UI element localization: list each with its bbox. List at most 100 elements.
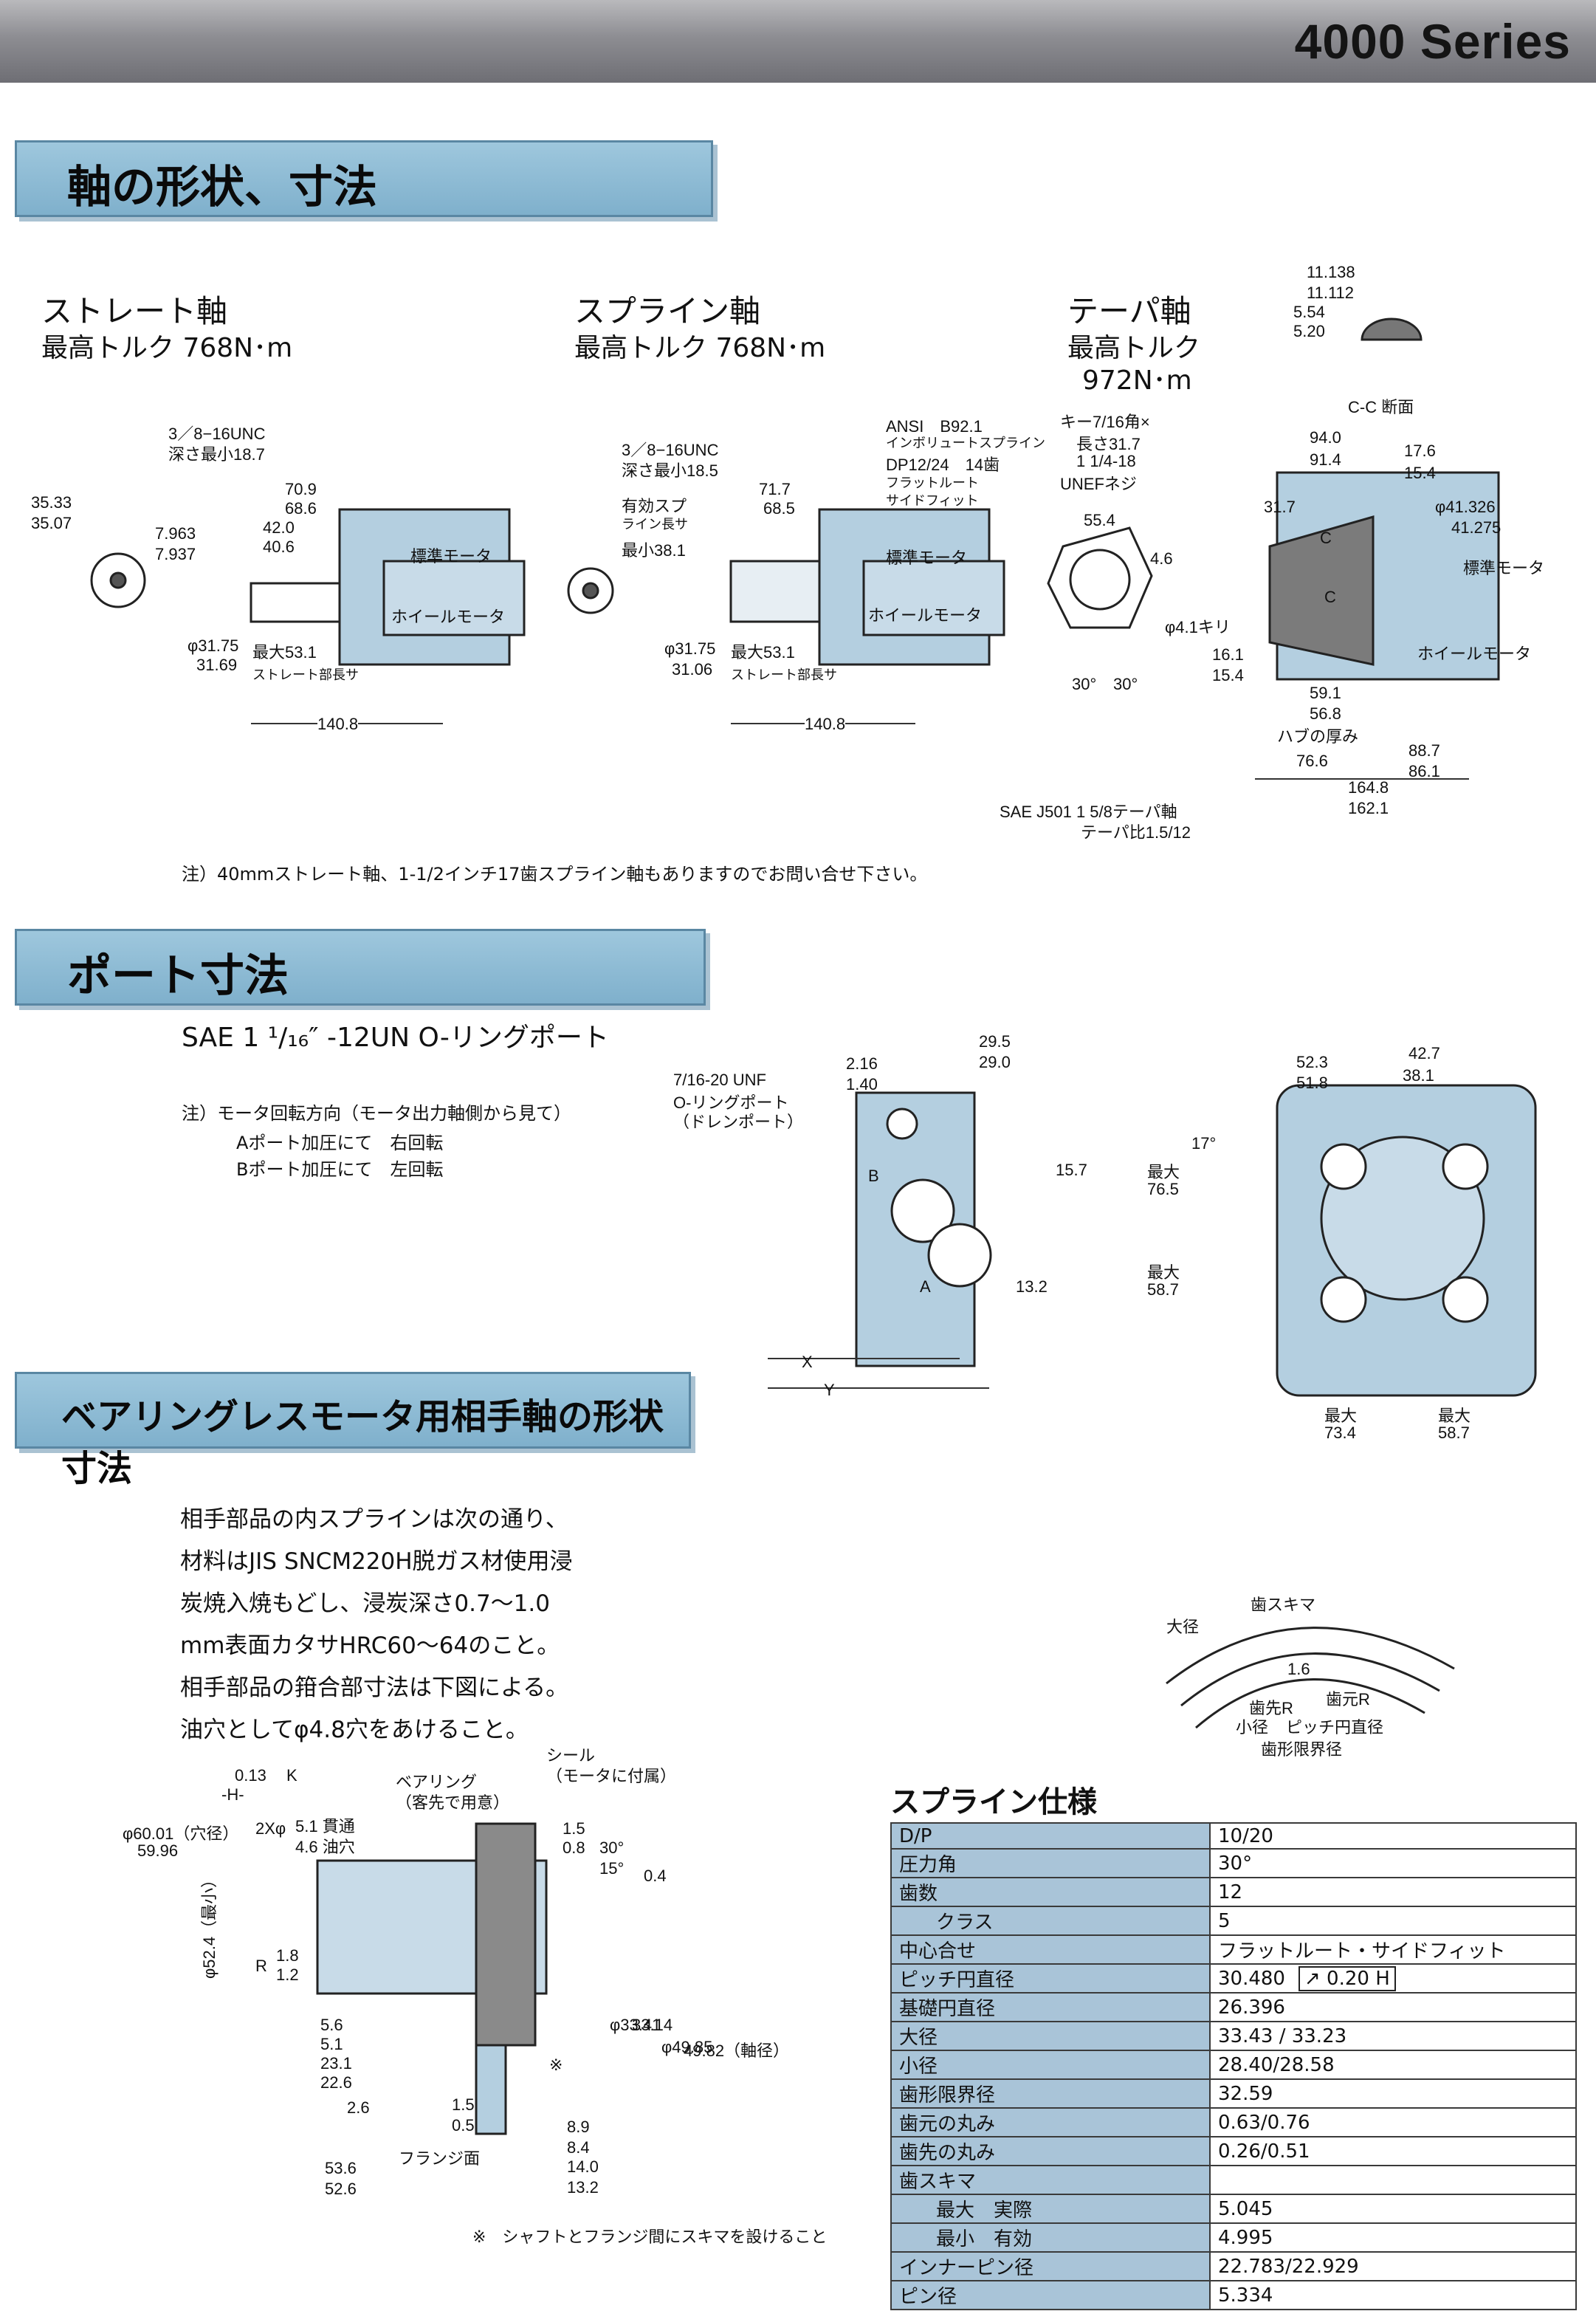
spline-shaft-name: スプライン軸 bbox=[574, 293, 761, 329]
dim: 最大53.1 bbox=[252, 643, 317, 662]
dim: 3／8−16UNC bbox=[168, 425, 266, 443]
straight-shaft bbox=[250, 582, 341, 623]
dim: （客先で用意） bbox=[396, 1793, 510, 1812]
row-value: 22.783/22.929 bbox=[1209, 2251, 1577, 2281]
dim: ハブの厚み bbox=[1277, 727, 1359, 746]
row-value: 0.26/0.51 bbox=[1209, 2136, 1577, 2166]
row-key: 歯スキマ bbox=[890, 2165, 1211, 2195]
dim: 30° bbox=[1113, 675, 1138, 693]
row-key: ピン径 bbox=[890, 2280, 1211, 2310]
row-key: 最小 有効 bbox=[890, 2222, 1211, 2253]
dim: 23.1 bbox=[320, 2054, 352, 2073]
row-key: 基礎円直径 bbox=[890, 1992, 1211, 2022]
row-value: 30° bbox=[1209, 1848, 1577, 1878]
dim: 5.6 bbox=[320, 2016, 343, 2034]
dim: 164.8 bbox=[1348, 778, 1389, 797]
dim: 30° bbox=[1072, 675, 1097, 693]
dim: φ4.1キリ bbox=[1165, 618, 1231, 636]
dim: 76.5 bbox=[1147, 1180, 1179, 1198]
dim: 15.7 bbox=[1056, 1161, 1087, 1179]
dim: 1.6 bbox=[1287, 1660, 1310, 1678]
dim: SAE J501 1 5/8テーパ軸 bbox=[1000, 803, 1177, 821]
row-value: 0.63/0.76 bbox=[1209, 2107, 1577, 2137]
dim: 41.275 bbox=[1451, 518, 1502, 537]
dim: 68.5 bbox=[763, 499, 795, 518]
dim: ストレート部長サ bbox=[252, 667, 359, 682]
dim: 94.0 bbox=[1310, 428, 1341, 447]
paragraph-line: 炭焼入焼もどし、浸炭深さ0.7〜1.0 bbox=[180, 1590, 550, 1617]
dim: R bbox=[255, 1957, 267, 1975]
dim: ピッチ円直径 bbox=[1286, 1718, 1384, 1737]
dim: 38.1 bbox=[1403, 1066, 1434, 1085]
dim: 最小38.1 bbox=[622, 541, 686, 560]
shaft-note: 注）40mmストレート軸、1-1/2インチ17歯スプライン軸もありますのでお問い… bbox=[182, 864, 928, 885]
series-title: 4000 Series bbox=[1294, 14, 1571, 69]
dim: シール bbox=[546, 1746, 596, 1765]
dim: フランジ面 bbox=[399, 2149, 481, 2168]
dim: 140.8 bbox=[805, 715, 846, 734]
dim: 29.5 bbox=[979, 1032, 1011, 1051]
dim: 8.4 bbox=[567, 2138, 590, 2157]
dim: φ41.326 bbox=[1435, 498, 1496, 516]
dim: 162.1 bbox=[1348, 799, 1389, 817]
dim: -H- bbox=[221, 1785, 244, 1804]
row-key: 最大 実際 bbox=[890, 2194, 1211, 2224]
dim: X bbox=[802, 1353, 813, 1371]
row-value: 10/20 bbox=[1209, 1822, 1577, 1850]
dim: 歯先R bbox=[1249, 1699, 1293, 1717]
row-key: 中心合せ bbox=[890, 1934, 1211, 1965]
dim: 59.1 bbox=[1310, 684, 1341, 702]
dim: 33.14 bbox=[632, 2016, 673, 2034]
section-port: ポート寸法 bbox=[15, 929, 706, 1006]
dim: 30° bbox=[599, 1838, 625, 1857]
table-row: 中心合せフラットルート・サイドフィット bbox=[890, 1934, 1577, 1965]
dim: 歯スキマ bbox=[1251, 1596, 1316, 1614]
dim: 55.4 bbox=[1084, 511, 1115, 529]
dim: 52.3 bbox=[1296, 1053, 1328, 1071]
taper-shaft-torque-value: 972N･m bbox=[1082, 365, 1192, 396]
dim: キー7/16角× bbox=[1060, 413, 1150, 431]
row-key: 歯形限界径 bbox=[890, 2078, 1211, 2109]
straight-shaft-name: ストレート軸 bbox=[41, 293, 228, 329]
dim: Y bbox=[824, 1381, 835, 1399]
paragraph-line: 材料はJIS SNCM220H脱ガス材使用浸 bbox=[180, 1548, 573, 1575]
dim: 15.4 bbox=[1212, 666, 1244, 684]
row-value: 4.995 bbox=[1209, 2222, 1577, 2253]
dim: 最大 bbox=[1324, 1407, 1358, 1425]
dim: 51.8 bbox=[1296, 1074, 1328, 1092]
dim: 71.7 bbox=[759, 480, 791, 498]
dim: 17.6 bbox=[1404, 442, 1436, 460]
row-value: 12 bbox=[1209, 1877, 1577, 1907]
cc-section-label: C-C 断面 bbox=[1348, 398, 1414, 416]
row-value: 32.59 bbox=[1209, 2078, 1577, 2109]
row-key: 歯数 bbox=[890, 1877, 1211, 1907]
dim: 4.6 bbox=[1150, 549, 1173, 568]
bearingless-paragraph: 相手部品の内スプラインは次の通り、 材料はJIS SNCM220H脱ガス材使用浸… bbox=[180, 1499, 653, 1751]
port-note: 注）モータ回転方向（モータ出力軸側から見て） bbox=[182, 1103, 571, 1124]
taper-shaft-name: テーパ軸 bbox=[1067, 293, 1191, 329]
dim: 17° bbox=[1191, 1134, 1217, 1153]
spline-shaft-torque: 最高トルク 768N･m bbox=[574, 333, 826, 363]
dim: 73.4 bbox=[1324, 1424, 1356, 1442]
dim: 1.8 bbox=[276, 1946, 299, 1965]
dim: UNEFネジ bbox=[1060, 475, 1137, 493]
dim: 長さ31.7 bbox=[1076, 435, 1141, 453]
row-key: 圧力角 bbox=[890, 1848, 1211, 1878]
dim: 14.0 bbox=[567, 2157, 599, 2176]
dim: 76.6 bbox=[1296, 752, 1328, 770]
dim: 8.9 bbox=[567, 2118, 590, 2136]
dim: 13.2 bbox=[1016, 1277, 1048, 1296]
dim: 0.8 bbox=[563, 1838, 585, 1857]
dim: φ52.4（最小） bbox=[200, 1871, 219, 1979]
port-note: Bポート加圧にて 左回転 bbox=[236, 1159, 444, 1180]
dim: φ33.41 bbox=[610, 2016, 661, 2034]
spline-shaft bbox=[729, 560, 821, 623]
dim: 68.6 bbox=[285, 499, 317, 518]
dim: 40.6 bbox=[263, 538, 295, 556]
dim: 1.2 bbox=[276, 1965, 299, 1984]
